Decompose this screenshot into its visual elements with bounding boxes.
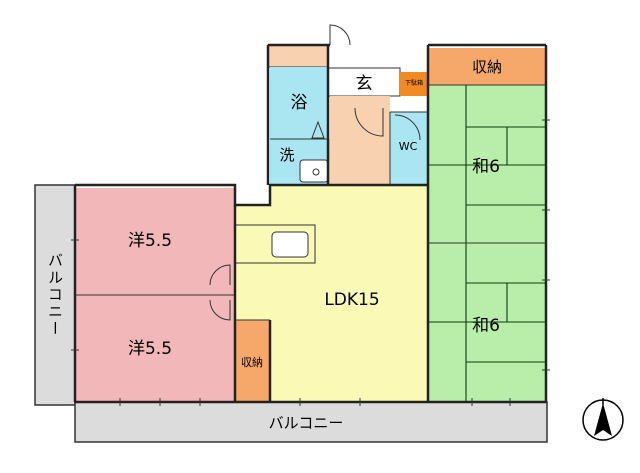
shoe-cabinet-label: 下駄箱 bbox=[405, 79, 423, 87]
wash-basin bbox=[299, 159, 329, 183]
basin-drain bbox=[312, 168, 320, 176]
balcony-left bbox=[34, 184, 76, 406]
japanese-room-1-label: 和6 bbox=[472, 157, 500, 177]
shoe-cabinet bbox=[400, 72, 428, 96]
western-room-2 bbox=[75, 295, 235, 402]
bath bbox=[270, 67, 328, 139]
western-room-1-label: 洋5.5 bbox=[128, 231, 172, 251]
japanese-room-2-label: 和6 bbox=[472, 316, 500, 336]
western-room-2-label: 洋5.5 bbox=[128, 339, 172, 359]
kitchen-sink bbox=[271, 231, 309, 258]
window-ticks bbox=[71, 119, 550, 406]
hall bbox=[330, 96, 390, 185]
western-room-1 bbox=[75, 188, 235, 295]
doors bbox=[209, 24, 421, 321]
north-arrow-icon bbox=[582, 398, 624, 441]
bath-step bbox=[311, 120, 325, 139]
balcony-left-label: バルコニー bbox=[46, 253, 64, 338]
wc bbox=[390, 112, 428, 185]
storage-top-label: 収納 bbox=[472, 58, 502, 76]
washroom-label: 洗 bbox=[279, 146, 294, 164]
ldk-label: LDK15 bbox=[324, 290, 379, 310]
tatami-pattern-2 bbox=[428, 243, 546, 402]
walls bbox=[73, 43, 548, 404]
balcony-bottom-label: バルコニー bbox=[269, 414, 344, 432]
balcony-bottom bbox=[74, 401, 548, 443]
top-cabinet bbox=[267, 44, 329, 68]
storage-top bbox=[428, 48, 546, 85]
storage-small-label: 収納 bbox=[241, 356, 263, 369]
entrance bbox=[327, 67, 401, 97]
tatami-pattern-1 bbox=[428, 85, 546, 243]
bath-label: 浴 bbox=[291, 93, 308, 113]
entrance-label: 玄 bbox=[356, 74, 373, 94]
wc-label: WC bbox=[399, 140, 418, 153]
japanese-room-1 bbox=[428, 85, 546, 243]
storage-small bbox=[235, 320, 270, 402]
